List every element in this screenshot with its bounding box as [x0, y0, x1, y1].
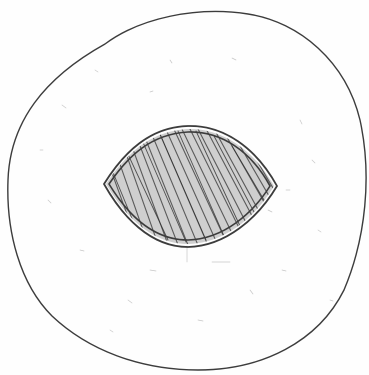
core-hatching — [100, 125, 280, 250]
